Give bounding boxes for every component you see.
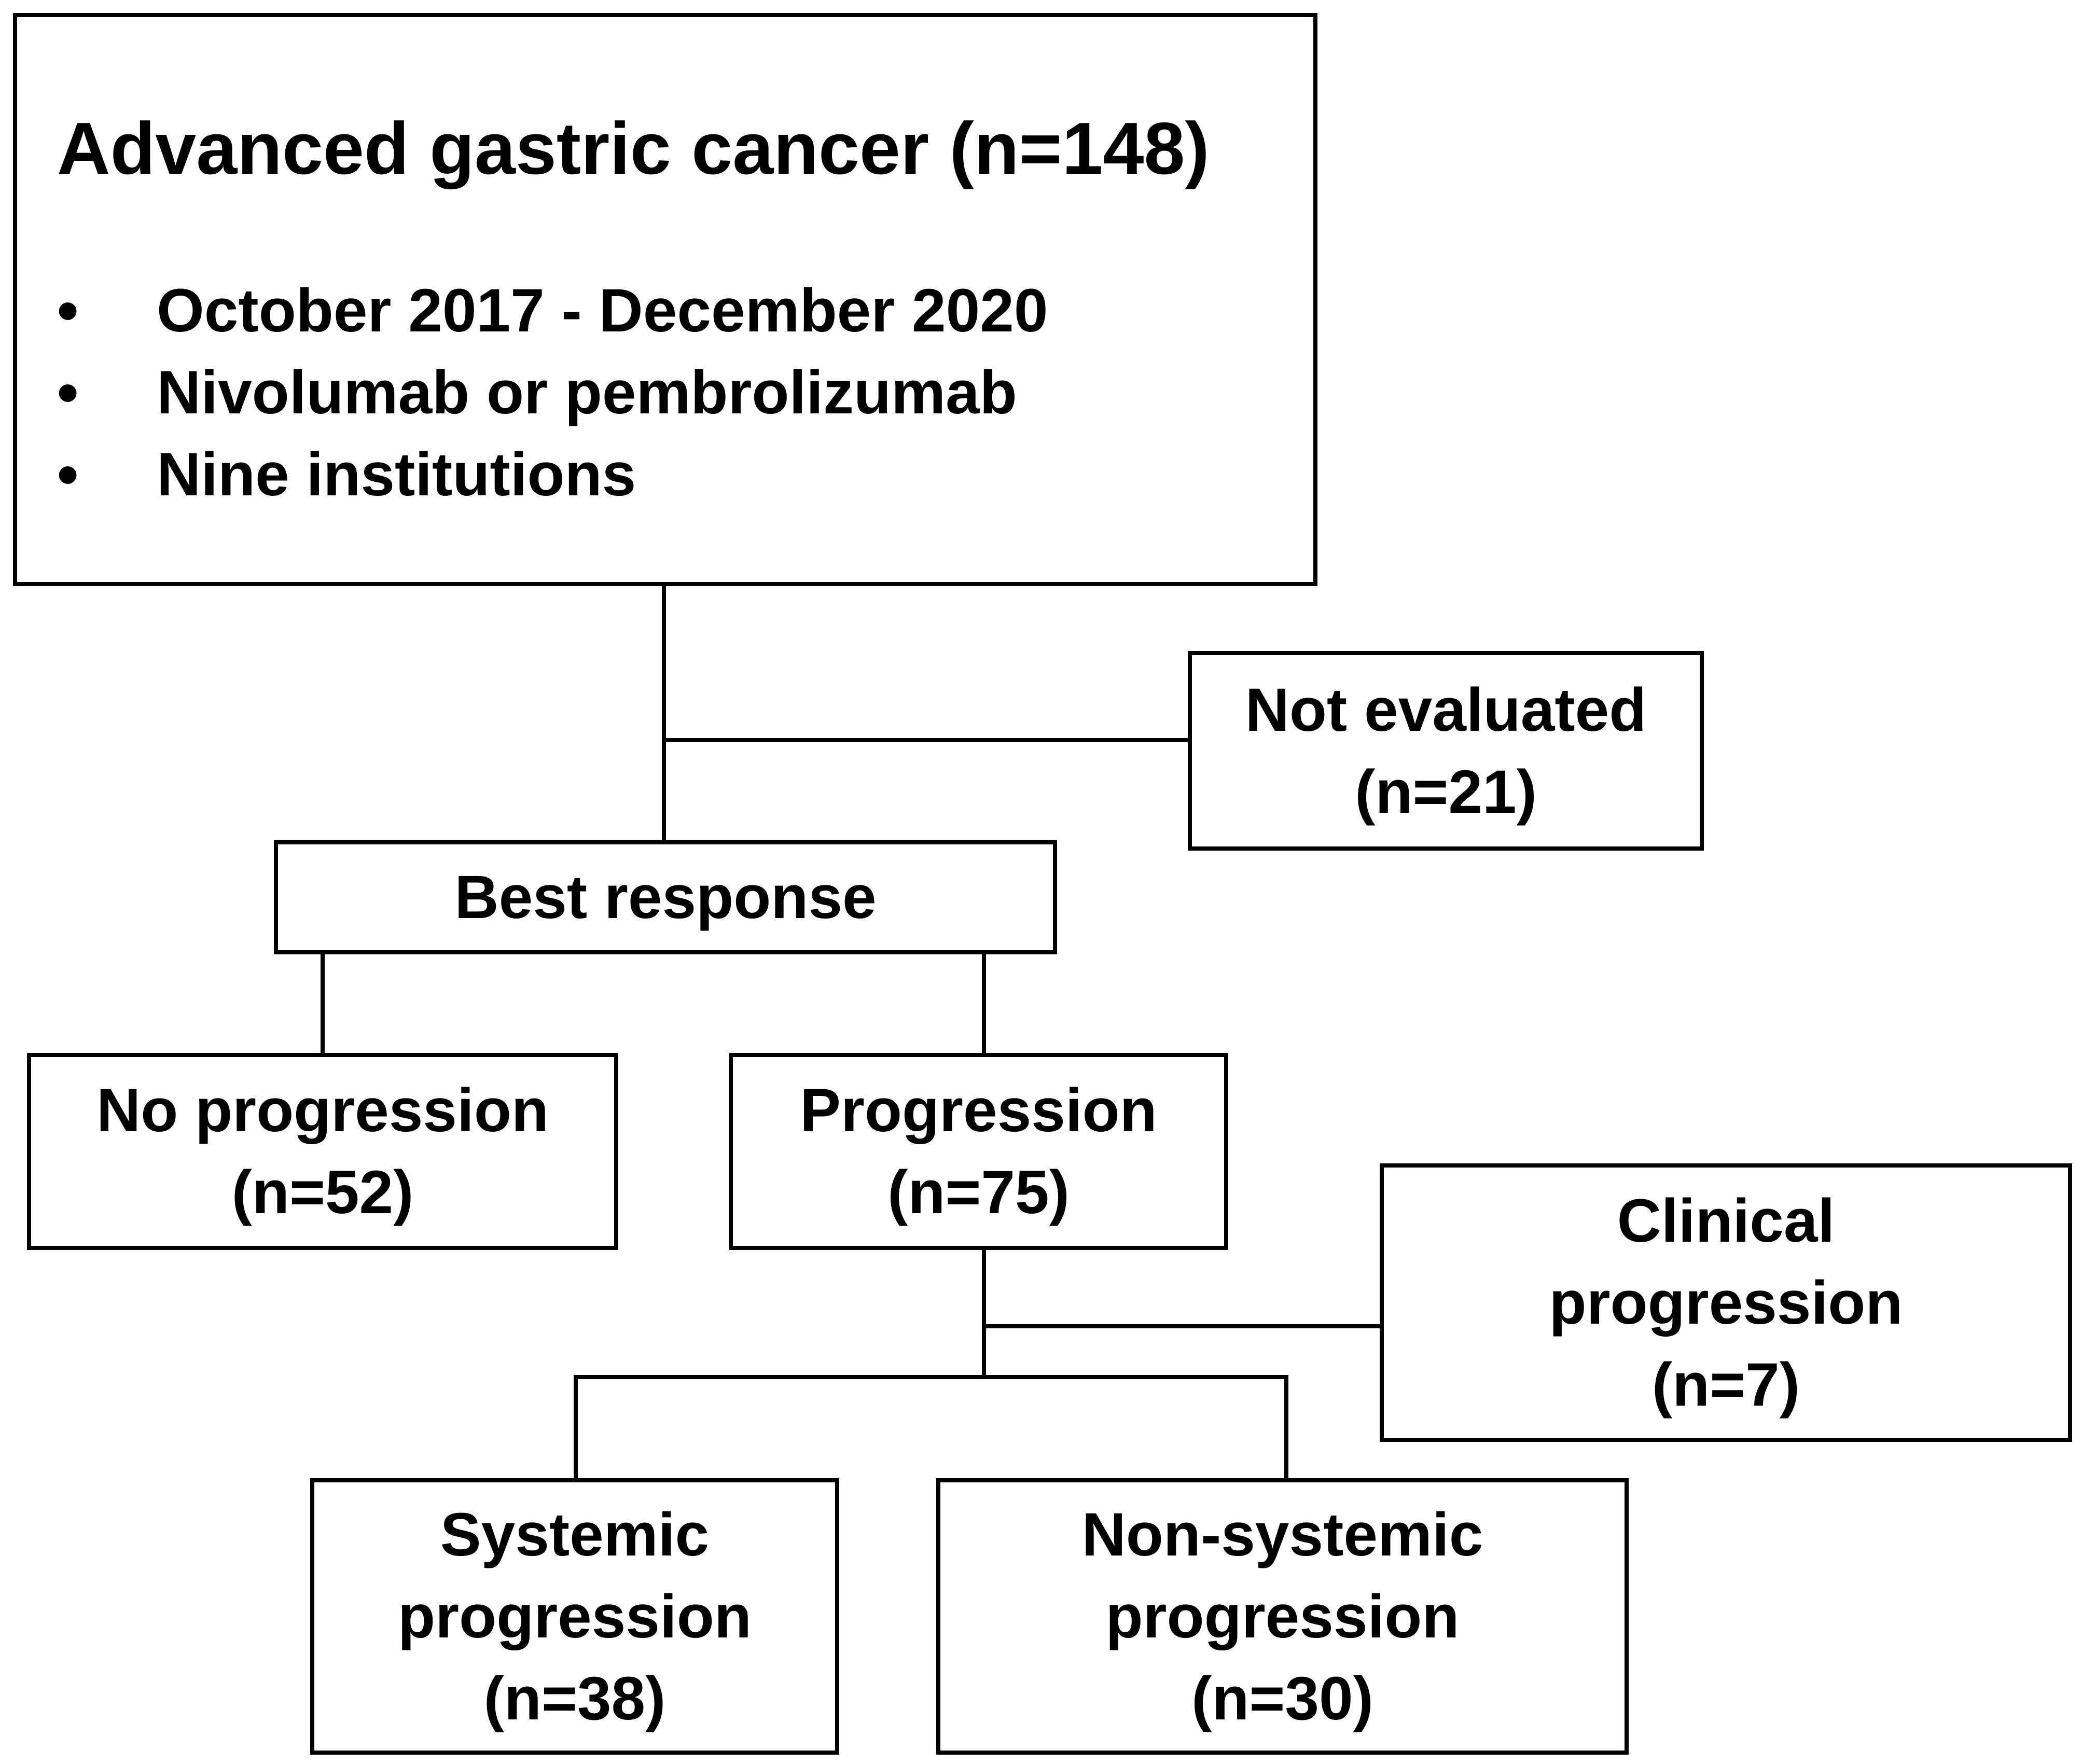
criterion-text: Nine institutions <box>157 440 636 509</box>
criterion-text: Nivolumab or pembrolizumab <box>157 358 1017 427</box>
cohort-box <box>13 13 1317 586</box>
cohort-criterion: • October 2017 - December 2020 <box>57 270 1048 352</box>
non-systemic-progression-label-2: progression <box>1105 1582 1460 1651</box>
progression-label: Progression <box>800 1076 1157 1145</box>
cohort-criterion: • Nine institutions <box>57 434 1048 516</box>
no-progression-label: No progression <box>96 1076 549 1145</box>
progression-box: Progression (n=75) <box>729 1053 1228 1250</box>
clinical-progression-box: Clinical progression (n=7) <box>1380 1163 2072 1442</box>
progression-count: (n=75) <box>887 1158 1070 1227</box>
clinical-progression-label: Clinical <box>1617 1186 1835 1255</box>
clinical-progression-label-2: progression <box>1549 1268 1903 1337</box>
bullet-icon: • <box>57 358 79 427</box>
non-systemic-progression-label: Non-systemic <box>1081 1500 1483 1569</box>
no-progression-box: No progression (n=52) <box>27 1053 618 1250</box>
non-systemic-progression-box: Non-systemic progression (n=30) <box>936 1478 1629 1755</box>
criterion-text: October 2017 - December 2020 <box>157 276 1048 345</box>
cohort-criterion: • Nivolumab or pembrolizumab <box>57 352 1048 434</box>
systemic-progression-count: (n=38) <box>483 1664 666 1733</box>
non-systemic-progression-count: (n=30) <box>1191 1664 1373 1733</box>
not-evaluated-label: Not evaluated <box>1245 675 1647 744</box>
no-progression-count: (n=52) <box>231 1158 414 1227</box>
cohort-criteria-list: • October 2017 - December 2020 • Nivolum… <box>57 270 1048 516</box>
not-evaluated-box: Not evaluated (n=21) <box>1188 651 1704 851</box>
systemic-progression-label-2: progression <box>398 1582 752 1651</box>
best-response-box: Best response <box>274 840 1057 954</box>
systemic-progression-label: Systemic <box>440 1500 710 1569</box>
bullet-icon: • <box>57 440 79 509</box>
best-response-label: Best response <box>454 863 877 932</box>
systemic-progression-box: Systemic progression (n=38) <box>310 1478 839 1755</box>
not-evaluated-count: (n=21) <box>1355 757 1537 826</box>
cohort-title: Advanced gastric cancer (n=148) <box>57 107 1210 190</box>
clinical-progression-count: (n=7) <box>1651 1350 1800 1419</box>
bullet-icon: • <box>57 276 79 345</box>
